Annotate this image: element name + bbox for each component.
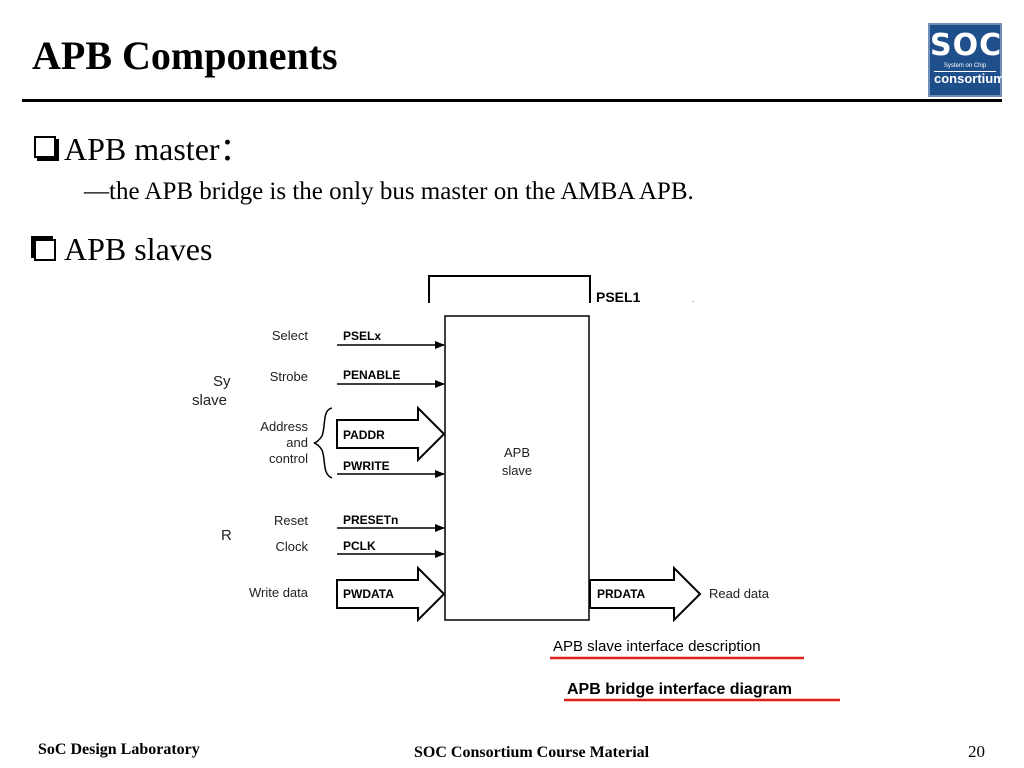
signal-pwrite: PWRITE	[343, 459, 390, 473]
signal-presetn: PRESETn	[343, 513, 398, 527]
paddr-bus-arrow	[336, 405, 446, 463]
label-control: control	[269, 451, 308, 466]
soc-consortium-logo: SOC System on Chip consortium	[928, 23, 1005, 97]
label-strobe: Strobe	[270, 369, 308, 384]
sub-bullet-text: ―the APB bridge is the only bus master o…	[84, 178, 694, 205]
group-fragment-sys: Sy	[213, 373, 231, 390]
label-and: and	[286, 435, 308, 450]
label-reset: Reset	[274, 513, 308, 528]
footer-lab-name: SoC Design Laboratory	[38, 741, 200, 758]
signal-prdata: PRDATA	[597, 587, 646, 601]
label-address: Address	[260, 419, 308, 434]
apb-slave-block	[444, 315, 590, 621]
signal-psel: PSELx	[343, 329, 381, 343]
address-control-brace	[313, 407, 333, 479]
signal-paddr: PADDR	[343, 428, 385, 442]
label-write-data: Write data	[249, 585, 309, 600]
group-fragment-slave: slave	[192, 392, 227, 409]
square-bullet-icon	[34, 136, 56, 158]
logo-line-3: consortium	[934, 71, 1005, 86]
caption-bridge-diagram: APB bridge interface diagram	[567, 681, 792, 698]
signal-pclk: PCLK	[343, 539, 376, 553]
group-fragment-r: R	[221, 527, 232, 544]
logo-line-1: SOC	[930, 28, 1003, 63]
psel1-bracket	[428, 275, 591, 303]
title-divider	[22, 99, 1002, 102]
label-select: Select	[272, 328, 309, 343]
bullet-text: APB master：	[64, 131, 252, 167]
pwdata-bus-arrow	[336, 565, 446, 623]
label-read-data: Read data	[709, 586, 770, 601]
square-bullet-icon	[34, 238, 56, 261]
stray-dot: .	[692, 295, 694, 304]
bullet-apb-slaves: APB slaves	[34, 231, 212, 268]
block-label-line-2: slave	[502, 463, 532, 478]
slide-title: APB Components	[32, 33, 338, 78]
logo-line-2: System on Chip	[943, 63, 987, 69]
caption-slave-interface: APB slave interface description	[553, 638, 761, 655]
page-number: 20	[968, 742, 985, 761]
prdata-bus-arrow	[589, 565, 702, 623]
signal-penable: PENABLE	[343, 368, 400, 382]
bullet-apb-master: APB master：	[34, 124, 252, 170]
bullet-text: APB slaves	[64, 231, 213, 267]
label-clock: Clock	[275, 539, 308, 554]
signal-pwdata: PWDATA	[343, 587, 394, 601]
block-label-line-1: APB	[504, 445, 530, 460]
psel1-label: PSEL1	[596, 289, 641, 305]
footer-course-material: SOC Consortium Course Material	[414, 744, 650, 761]
